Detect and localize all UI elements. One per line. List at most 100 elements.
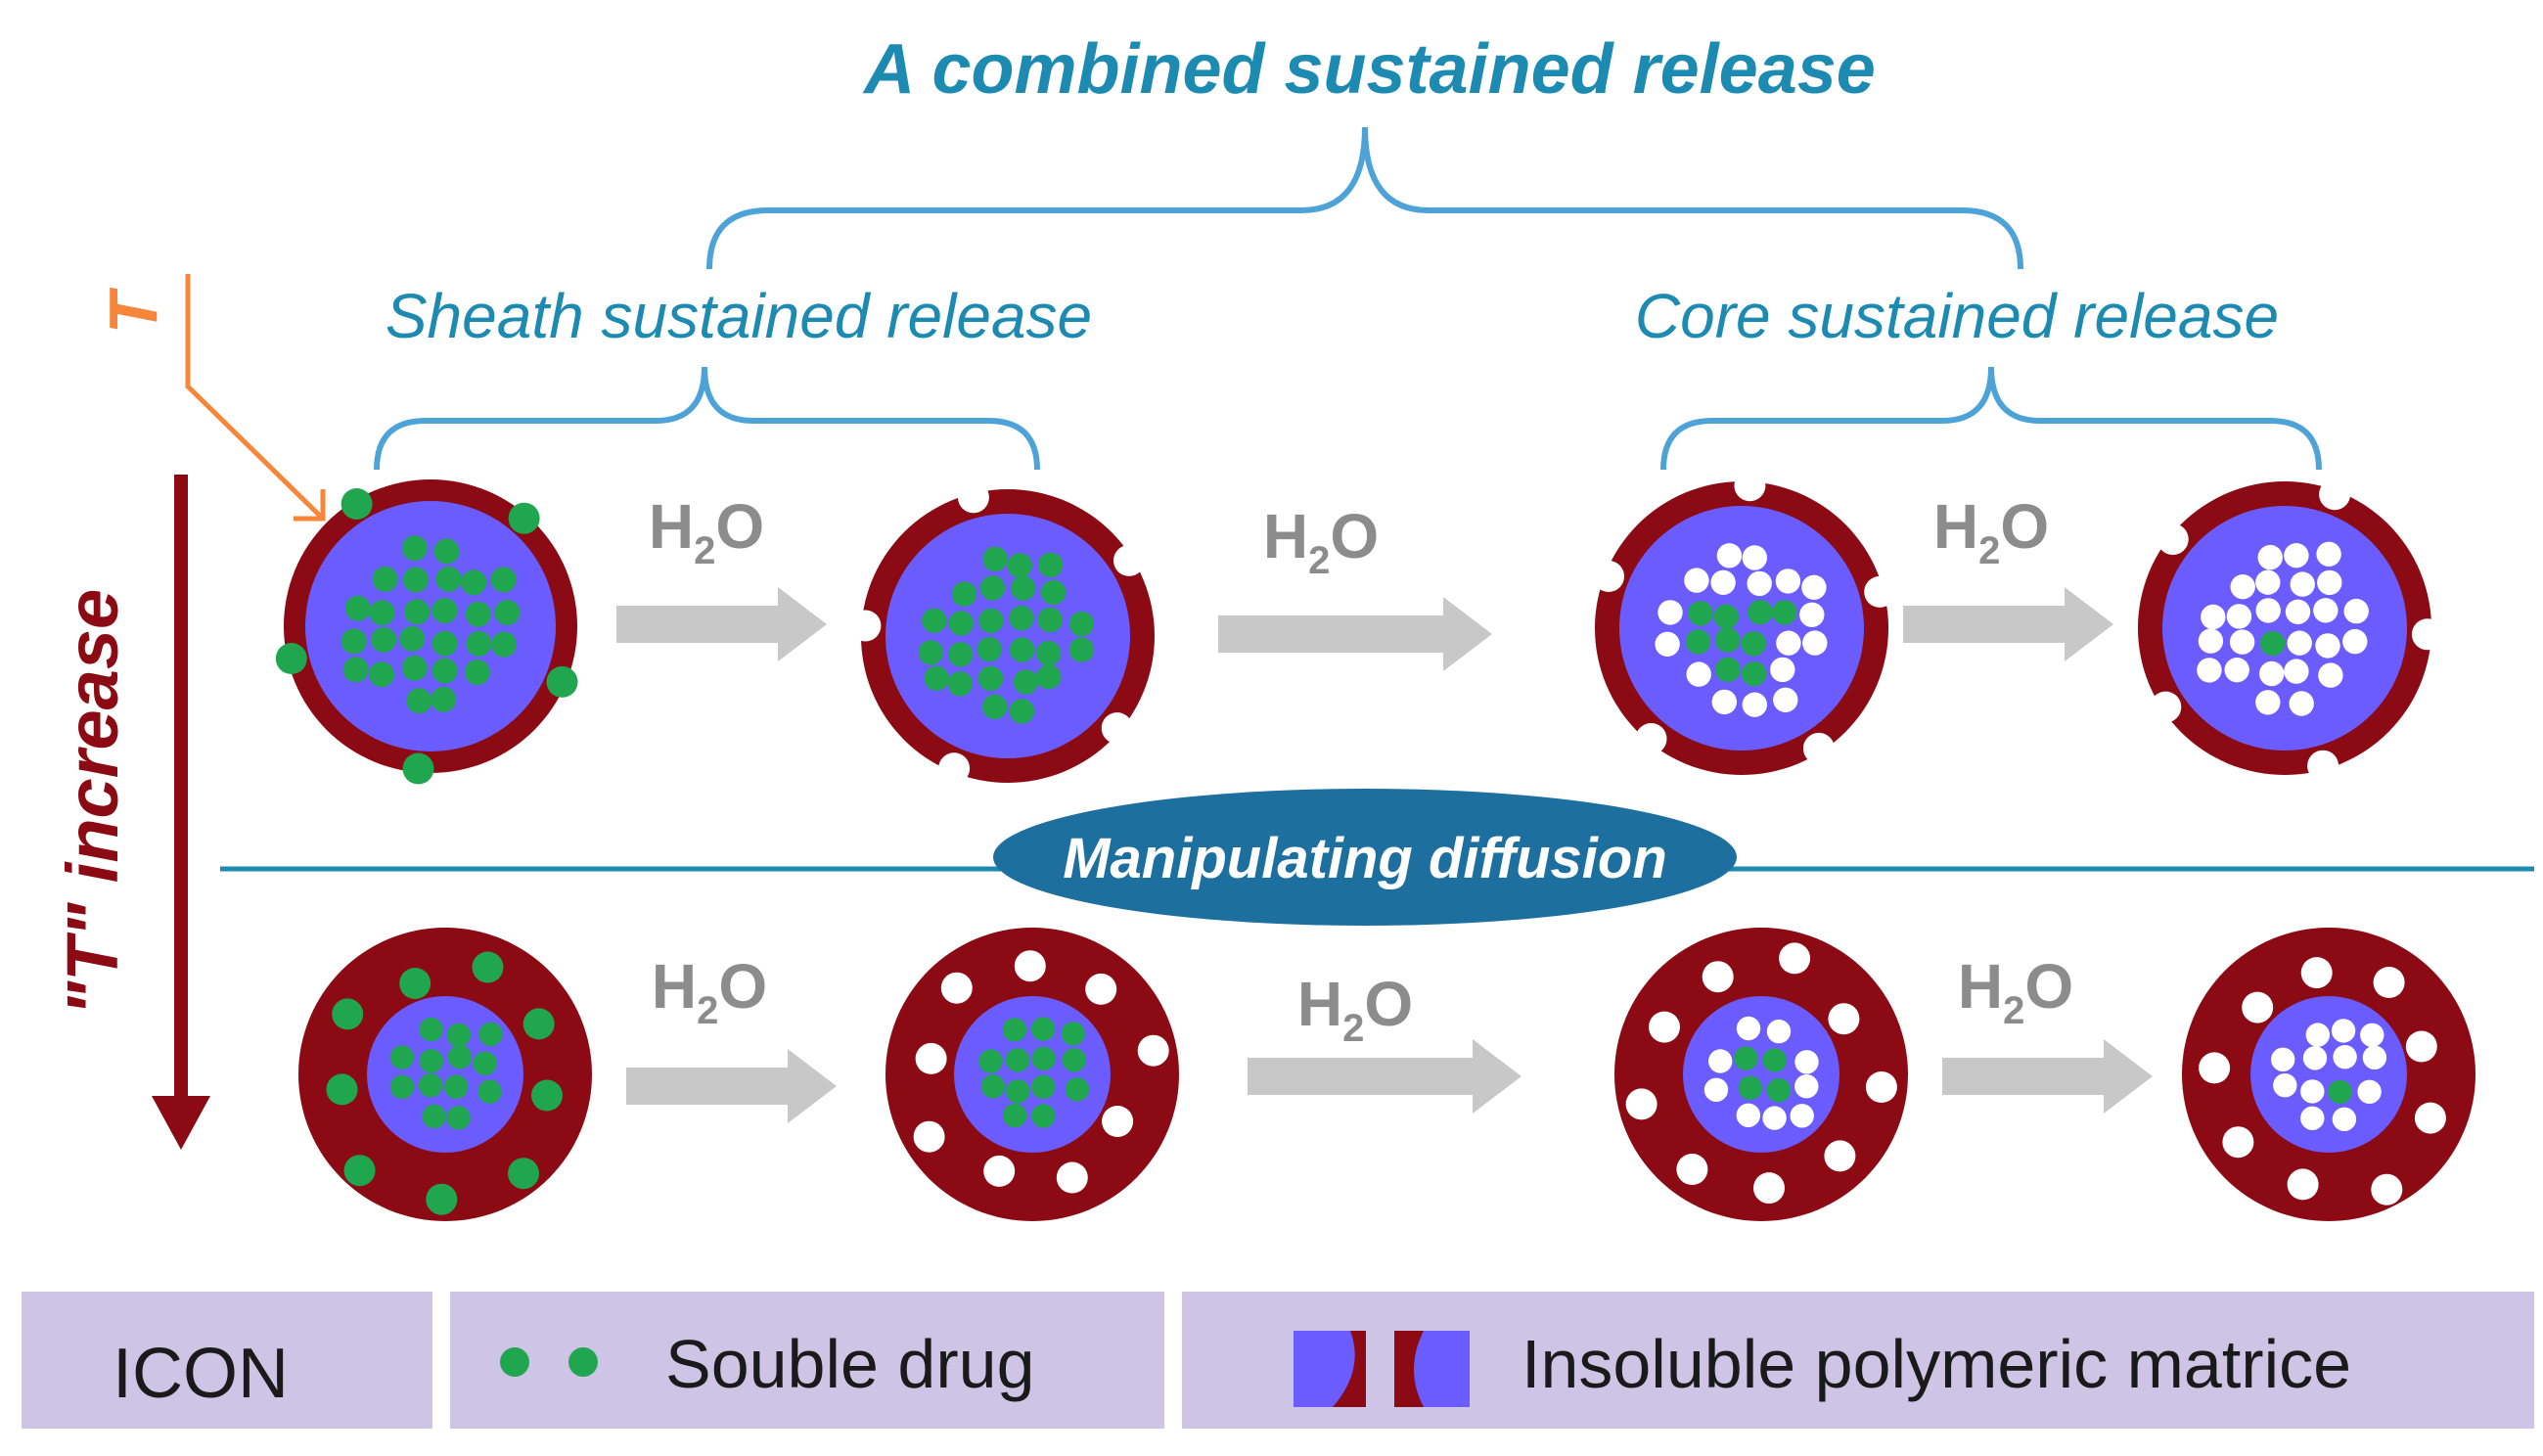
sheath-pore-dot [2414, 1102, 2446, 1134]
drug-dot [2328, 1079, 2352, 1105]
pore-dot [1684, 568, 1709, 593]
drug-dot [980, 1074, 1006, 1099]
pore-dot [2331, 1019, 2356, 1043]
pore-dot [2342, 628, 2368, 655]
drug-dot [494, 600, 521, 625]
drug-dot [922, 608, 947, 633]
sheath-pore-dot [1734, 470, 1766, 502]
sheath-release-label: Sheath sustained release [386, 281, 1092, 351]
arrow-shape [1942, 1039, 2153, 1114]
sheath-pore-dot [2373, 967, 2405, 998]
drug-dot [1688, 601, 1713, 626]
drug-dot [948, 611, 974, 636]
particle-8 [2182, 928, 2475, 1221]
sheath-pore-dot [1864, 575, 1896, 608]
drug-dot [1068, 637, 1095, 662]
pore-dot [2360, 1023, 2384, 1048]
pore-dot [2315, 633, 2340, 659]
drug-dot [389, 1074, 415, 1100]
drug-dot [2260, 630, 2286, 657]
particle-7 [1614, 928, 1908, 1221]
drug-dot [431, 658, 458, 684]
sheath-drug-dot [508, 1158, 539, 1190]
drug-dot [447, 1045, 473, 1069]
drug-dot [465, 601, 491, 627]
drug-dot [976, 636, 1002, 662]
drug-dot [1741, 631, 1767, 657]
drug-dot [431, 686, 457, 712]
drug-dot [406, 688, 432, 714]
drug-dot [342, 657, 369, 683]
particle-6 [886, 928, 1179, 1221]
water-label: H2O [649, 491, 764, 572]
pore-dot [2273, 1073, 2297, 1098]
drug-dot [369, 600, 395, 626]
pore-dot [2229, 629, 2255, 655]
drug-dot [979, 575, 1006, 601]
core [367, 996, 523, 1153]
core-release-label: Core sustained release [1635, 281, 2279, 351]
drug-dot [1040, 579, 1067, 606]
particle-4 [2138, 478, 2443, 782]
drug-dot [978, 608, 1004, 634]
sheath-pore-dot [1802, 732, 1835, 764]
sheath-drug-dot [522, 1008, 555, 1040]
arrow-shape [616, 587, 827, 661]
drug-dot [477, 1079, 502, 1104]
pore-dot [2343, 598, 2369, 624]
core [886, 514, 1130, 758]
drug-dot [1748, 600, 1773, 625]
drug-dot [1037, 607, 1063, 633]
water-arrow-3: H2O [1903, 491, 2113, 661]
pore-dot [1773, 687, 1798, 712]
sheath-pore-dot [1101, 712, 1133, 745]
drug-dot [1062, 1048, 1087, 1072]
drug-dot [1762, 1048, 1787, 1072]
pore-dot [2357, 1079, 2382, 1105]
drug-dot [1003, 1103, 1027, 1128]
core [2162, 506, 2407, 751]
legend-matrix-label: Insoluble polymeric matrice [1521, 1326, 2351, 1402]
water-arrow-1: H2O [616, 491, 827, 661]
drug-dot [419, 1017, 443, 1042]
sheath-pore-dot [1865, 1071, 1897, 1103]
drug-dot [371, 626, 397, 653]
drug-dot [446, 1106, 471, 1130]
legend-matrix-icon-1 [1294, 1331, 1366, 1407]
drug-dot [982, 694, 1008, 720]
sheath-brace [374, 366, 1040, 471]
drug-dot [461, 569, 487, 596]
legend-drug-dot-2 [568, 1347, 598, 1377]
sheath-pore-dot [2199, 1052, 2231, 1084]
core-brace [1660, 366, 2322, 471]
drug-dot [402, 567, 429, 593]
sheath-drug-dot [341, 488, 373, 520]
sheath-pore-dot [1014, 950, 1046, 982]
drug-dot [431, 598, 458, 624]
drug-dot [982, 546, 1008, 572]
drug-dot [1766, 1078, 1792, 1103]
drug-dot [1742, 661, 1767, 687]
legend: ICON Souble drug Insoluble polymeric mat… [22, 1292, 2534, 1429]
sheath-pore-dot [2242, 991, 2274, 1024]
sheath-drug-dot [402, 752, 434, 785]
pore-dot [2287, 630, 2312, 656]
arrow-shape [1248, 1039, 1521, 1114]
drug-dot [444, 1074, 469, 1099]
drug-dot [1009, 605, 1034, 631]
sheath-pore-dot [1828, 1003, 1860, 1035]
pore-dot [1742, 692, 1768, 717]
sheath-pore-dot [913, 1120, 945, 1153]
pore-dot [1716, 543, 1743, 569]
pore-dot [2302, 1046, 2328, 1070]
pore-dot [1801, 574, 1827, 600]
pore-dot [1703, 1077, 1729, 1103]
drug-dot [1006, 1079, 1030, 1104]
core [954, 996, 1111, 1153]
sheath-pore-dot [1102, 1106, 1134, 1137]
water-label: H2O [1263, 501, 1379, 582]
drug-dot [1009, 637, 1035, 662]
sheath-drug-dot [343, 1155, 376, 1187]
drug-dot [947, 671, 973, 697]
